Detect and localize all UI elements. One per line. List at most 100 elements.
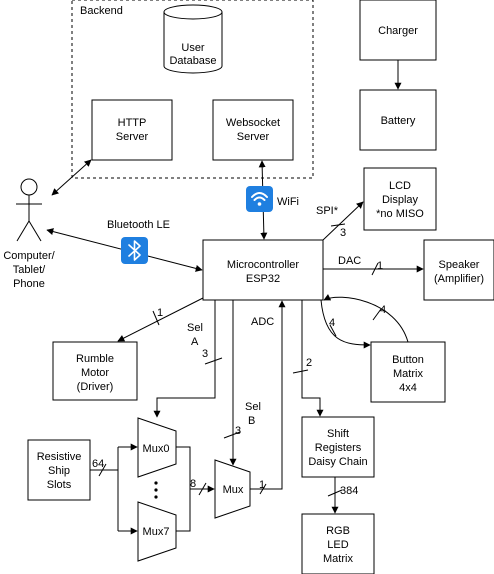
- edge-mcu-shift: [301, 300, 324, 417]
- edge-person-http: [51, 159, 92, 196]
- spi-width-label: 3: [340, 227, 346, 239]
- dac-width-label: 1: [377, 260, 383, 272]
- shift-label-3: Daisy Chain: [308, 456, 367, 468]
- mux-node: Mux: [214, 459, 251, 519]
- person-icon: [16, 178, 42, 242]
- lcd-display-label-1: LCD: [389, 180, 411, 192]
- mux7-node: Mux7: [137, 501, 177, 562]
- button-out-width-label: 4: [329, 317, 335, 329]
- battery-node: Battery: [359, 89, 437, 151]
- tick-slots: [98, 463, 107, 477]
- sel-b-label-2: B: [248, 415, 255, 427]
- user-database-label-1: User: [181, 42, 205, 54]
- rumble-motor-label-3: (Driver): [77, 381, 114, 393]
- spi-label: SPI*: [316, 205, 339, 217]
- computer-label-3: Phone: [13, 278, 45, 290]
- microcontroller-label-2: ESP32: [246, 273, 280, 285]
- dac-label: DAC: [338, 255, 361, 267]
- bluetooth-icon: [121, 237, 148, 264]
- button-matrix-label-2: Matrix: [393, 368, 423, 380]
- slots-width-label: 64: [92, 458, 104, 470]
- edge-mcu-lcd: [322, 201, 364, 241]
- microcontroller-label-1: Microcontroller: [227, 259, 299, 271]
- websocket-server-label-2: Server: [237, 131, 270, 143]
- speaker-node: Speaker (Amplifier): [423, 239, 494, 301]
- wifi-label: WiFi: [277, 196, 299, 208]
- rgb-label-1: RGB: [326, 525, 350, 537]
- battery-label: Battery: [381, 115, 416, 127]
- sel-a-label-2: A: [191, 336, 199, 348]
- sel-a-label-1: Sel: [187, 322, 203, 334]
- backend-group: Backend: [71, 0, 314, 179]
- websocket-server-label-1: Websocket: [226, 117, 280, 129]
- tick-dac: [371, 262, 379, 276]
- button-matrix-node: Button Matrix 4x4: [370, 341, 446, 403]
- backend-title: Backend: [80, 5, 123, 17]
- shift-label-2: Registers: [315, 442, 362, 454]
- http-server-label-1: HTTP: [118, 117, 147, 129]
- rumble-motor-label-1: Rumble: [76, 353, 114, 365]
- sel-a-width-label: 3: [202, 348, 208, 360]
- edge-mcu-rumble: [117, 297, 204, 342]
- rgb-led-matrix-node: RGB LED Matrix: [301, 513, 375, 574]
- user-database-node: User Database: [163, 4, 223, 74]
- lcd-display-label-3: *no MISO: [376, 208, 424, 220]
- tick-mux-out: [259, 483, 267, 495]
- bluetooth-label: Bluetooth LE: [107, 219, 170, 231]
- tick-spi: [330, 223, 346, 227]
- computer-label-1: Computer/: [3, 250, 55, 262]
- button-matrix-label-3: 4x4: [399, 382, 417, 394]
- button-in-width-label: 4: [380, 304, 386, 316]
- mux7-label: Mux7: [143, 526, 170, 538]
- charger-node: Charger: [359, 0, 437, 61]
- mux-out-width-label: 1: [259, 479, 265, 491]
- sel-b-width-label: 3: [235, 425, 241, 437]
- edge-mux-mcu: [250, 300, 286, 490]
- rumble-motor-node: Rumble Motor (Driver): [52, 341, 138, 401]
- resistive-label-3: Slots: [47, 479, 72, 491]
- shift-label-1: Shift: [327, 428, 349, 440]
- resistive-ship-slots-node: Resistive Ship Slots: [27, 439, 91, 501]
- computer-label-2: Tablet/: [13, 264, 46, 276]
- mux-in-width-label: 8: [190, 478, 196, 490]
- resistive-label-1: Resistive: [37, 451, 82, 463]
- shift-registers-node: Shift Registers Daisy Chain: [301, 416, 375, 478]
- speaker-label-1: Speaker: [439, 259, 480, 271]
- tick-shift: [292, 369, 309, 374]
- shift-width-label: 2: [306, 357, 312, 369]
- mux0-node: Mux0: [137, 417, 177, 478]
- edge-button-mcu: [323, 294, 409, 343]
- tick-button-in: [372, 308, 382, 321]
- charger-label: Charger: [378, 25, 418, 37]
- http-server-node: HTTP Server: [91, 99, 173, 161]
- speaker-label-2: (Amplifier): [434, 273, 484, 285]
- tick-sel-a: [204, 357, 223, 365]
- rumble-width-label: 1: [157, 307, 163, 319]
- lcd-display-label-2: Display: [382, 194, 419, 206]
- adc-label: ADC: [251, 316, 274, 328]
- rumble-motor-label-2: Motor: [81, 367, 109, 379]
- tick-led: [327, 489, 343, 497]
- lcd-display-node: LCD Display *no MISO: [363, 167, 437, 231]
- mux-label: Mux: [223, 484, 244, 496]
- edge-mcu-button: [320, 299, 371, 349]
- rgb-label-2: LED: [327, 539, 348, 551]
- resistive-label-2: Ship: [48, 465, 70, 477]
- rgb-label-3: Matrix: [323, 553, 353, 565]
- tick-rumble: [152, 310, 160, 326]
- wifi-icon: [246, 186, 273, 212]
- mux-ellipsis: [154, 481, 158, 499]
- microcontroller-node: Microcontroller ESP32: [202, 239, 324, 301]
- sel-b-label-1: Sel: [245, 401, 261, 413]
- user-database-label-2: Database: [169, 55, 216, 67]
- tick-button-out: [329, 324, 337, 337]
- edge-mux0-mux: [176, 446, 191, 532]
- http-server-label-2: Server: [116, 131, 149, 143]
- mux0-label: Mux0: [143, 443, 170, 455]
- led-width-label: 384: [340, 485, 358, 497]
- edge-sel-a: [153, 300, 216, 418]
- button-matrix-label-1: Button: [392, 354, 424, 366]
- tick-mux-in: [198, 482, 207, 496]
- tick-sel-b: [223, 431, 241, 439]
